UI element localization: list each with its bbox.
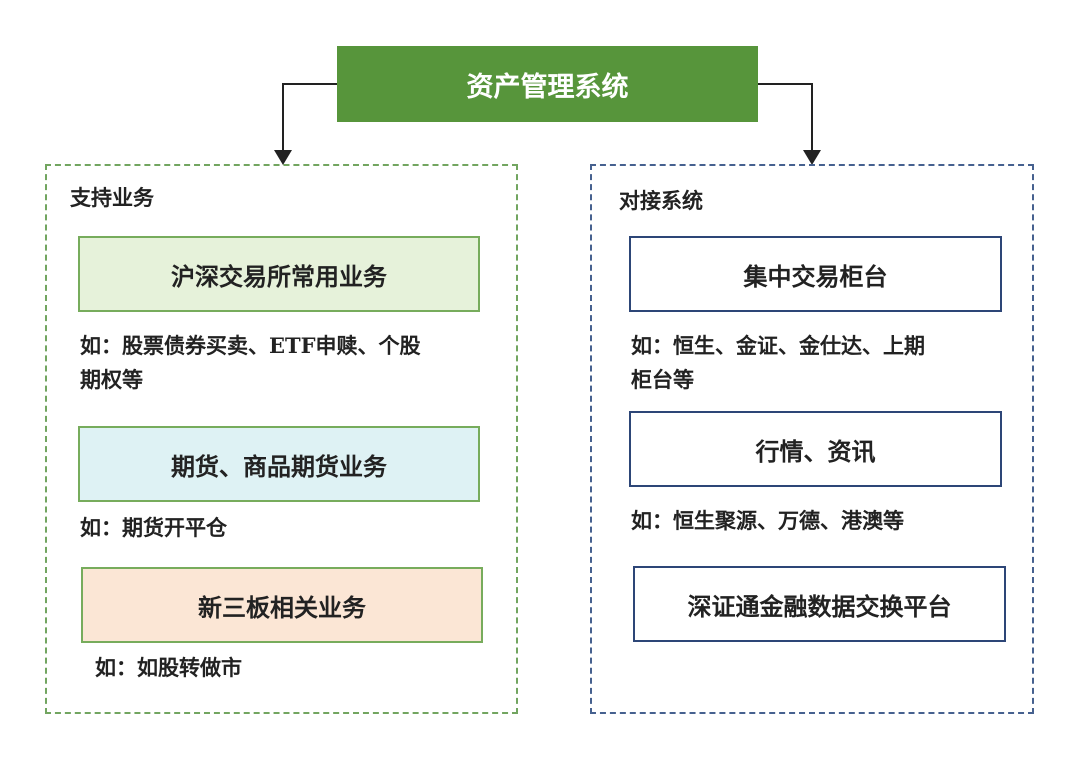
system-box-counter: 集中交易柜台	[629, 236, 1002, 312]
business-note-exchange-line1: 如：股票债券买卖、ETF申赎、个股	[80, 333, 421, 358]
system-note-counter-line1: 如：恒生、金证、金仕达、上期	[631, 333, 925, 358]
system-label-counter: 集中交易柜台	[743, 261, 888, 291]
connector-left	[282, 83, 337, 155]
system-box-market-data: 行情、资讯	[629, 411, 1002, 487]
root-node: 资产管理系统	[337, 46, 758, 122]
connected-systems-title: 对接系统	[619, 188, 703, 213]
system-label-market-data: 行情、资讯	[755, 436, 876, 466]
business-box-exchange: 沪深交易所常用业务	[78, 236, 480, 312]
support-business-panel	[45, 164, 518, 714]
system-label-szse-exchange-platform: 深证通金融数据交换平台	[687, 591, 952, 621]
system-note-market-data: 如：恒生聚源、万德、港澳等	[631, 508, 904, 533]
arrow-right-icon	[803, 150, 821, 165]
business-note-exchange-line2: 期权等	[80, 367, 143, 392]
arrow-left-icon	[274, 150, 292, 165]
connected-systems-panel	[590, 164, 1034, 714]
business-label-futures: 期货、商品期货业务	[171, 451, 387, 481]
business-label-neeq: 新三板相关业务	[198, 592, 366, 622]
root-label: 资产管理系统	[466, 71, 629, 103]
system-note-counter-line2: 柜台等	[631, 367, 694, 392]
system-box-szse-exchange-platform: 深证通金融数据交换平台	[633, 566, 1006, 642]
business-box-neeq: 新三板相关业务	[81, 567, 483, 643]
business-box-futures: 期货、商品期货业务	[78, 426, 480, 502]
business-note-futures: 如：期货开平仓	[80, 515, 227, 540]
business-note-neeq: 如：如股转做市	[95, 655, 242, 680]
business-label-exchange: 沪深交易所常用业务	[171, 261, 387, 291]
connector-right	[758, 83, 813, 155]
support-business-title: 支持业务	[70, 185, 154, 210]
